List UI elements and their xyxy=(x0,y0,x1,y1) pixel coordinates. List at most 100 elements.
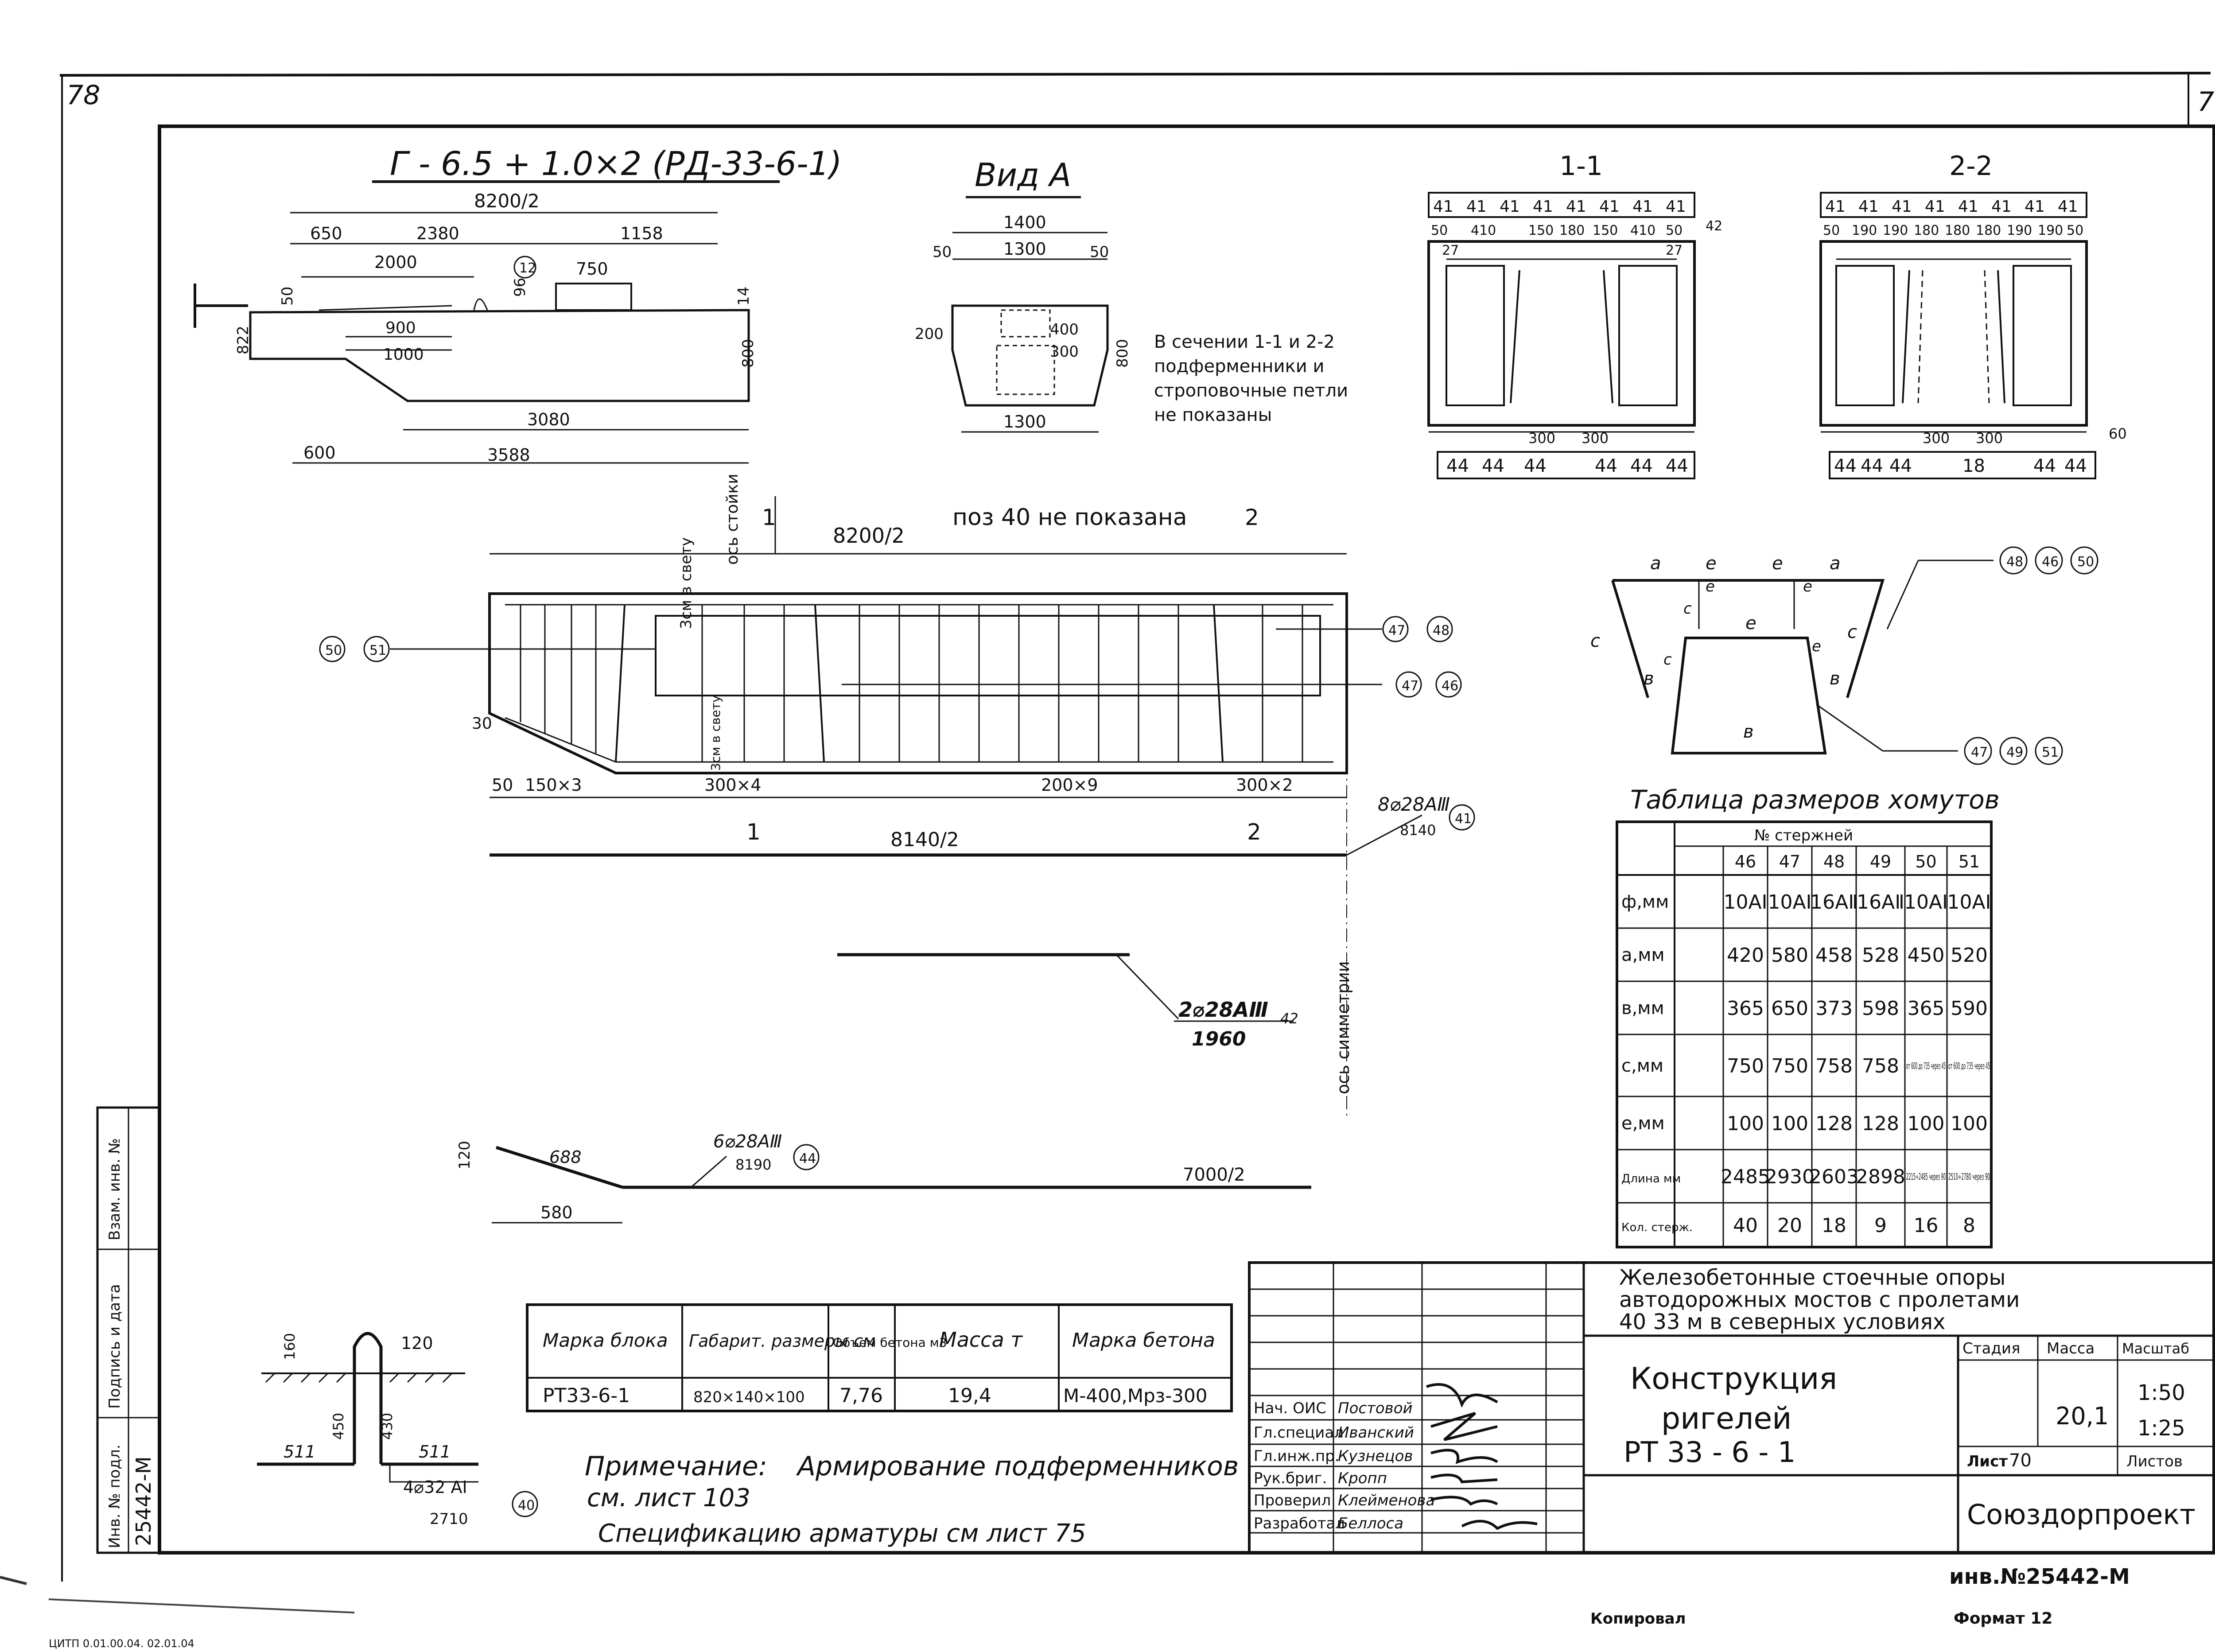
table-cell: 580 xyxy=(1771,944,1808,967)
bar-42-pos: 42 xyxy=(1280,1010,1298,1027)
stirrup-inner xyxy=(1603,270,1613,404)
table-cell: 365 xyxy=(1727,997,1764,1020)
tb-sheet-label: Лист xyxy=(1967,1453,2008,1470)
bar-42: 2⌀28АⅢ 42 1960 xyxy=(837,953,1298,1050)
spec-cell: 19,4 xyxy=(948,1384,991,1407)
view-a-outline xyxy=(951,304,1109,407)
rebar-label: 41 xyxy=(1925,198,1945,216)
callout-circle xyxy=(1964,737,1992,765)
spec-cell: М-400,Мрз-300 xyxy=(1063,1385,1207,1407)
tb-person: Иванский xyxy=(1338,1424,1414,1442)
rebar-label: 41 xyxy=(1566,198,1586,216)
section-2-outline xyxy=(1819,240,2088,427)
bar-42-length: 1960 xyxy=(1192,1028,1246,1050)
elevation-title: Г - 6.5 + 1.0×2 (РД-33-6-1) xyxy=(390,145,842,183)
column-header: 48 xyxy=(1823,852,1845,871)
dim: 50 xyxy=(1823,223,1840,238)
dim: 300×2 xyxy=(1236,775,1293,795)
section-1-title: 1-1 xyxy=(1559,151,1603,182)
table-cell: 528 xyxy=(1862,944,1899,967)
bar-41-length: 8140 xyxy=(1400,822,1436,839)
inner-cage xyxy=(655,615,1321,696)
table-cell: 520 xyxy=(1951,944,1988,967)
row-label: а,мм xyxy=(1621,945,1665,965)
project-line-1: Железобетонные стоечные опоры xyxy=(1619,1265,2005,1290)
rebar-label: 44 xyxy=(1524,456,1547,476)
table-cell: от 600 до 735 через 45 xyxy=(1906,1061,1946,1071)
scan-mark xyxy=(48,1598,355,1613)
drawing-name-3: РТ 33 - 6 - 1 xyxy=(1624,1436,1795,1469)
tb-mass: 20,1 xyxy=(2056,1402,2109,1430)
rebar-label: 44 xyxy=(2033,456,2056,476)
dim-3080: 3080 xyxy=(527,410,570,429)
dim: 42 xyxy=(1706,218,1722,234)
tb-scale-2: 1:25 xyxy=(2137,1416,2185,1441)
sheet-number-right: 78 xyxy=(2197,86,2215,117)
table-cell: 16 xyxy=(1914,1214,1939,1237)
table-cell: 128 xyxy=(1815,1112,1853,1135)
dim-450: 450 xyxy=(330,1413,347,1440)
table-cell: 2930 xyxy=(1765,1166,1815,1188)
loop-bar xyxy=(353,1332,383,1464)
scan-mark xyxy=(0,1576,27,1585)
table-cell: 10АⅠ xyxy=(1768,891,1811,913)
rebar-label: 41 xyxy=(2025,198,2045,216)
label-strip-bottom xyxy=(1829,451,2096,479)
dim: 300 xyxy=(1976,430,2003,447)
callout-circle xyxy=(1999,546,2028,575)
section-2-dims: 50 190 190 180 180 180 190 190 50 xyxy=(1823,223,2083,238)
project-line-3: 40 33 м в северных условиях xyxy=(1619,1310,1945,1334)
side-label-inv: Инв. № подл. xyxy=(106,1444,124,1548)
dim-14: 14 xyxy=(735,287,753,306)
group-header: № стержней xyxy=(1754,827,1853,844)
stirrup-left xyxy=(1835,265,1895,406)
letter: с xyxy=(1590,631,1600,651)
rebar-label: 44 xyxy=(1834,456,1857,476)
column-header: 46 xyxy=(1735,852,1756,871)
tb-header-stage: Стадия xyxy=(1962,1340,2020,1357)
letter: с xyxy=(1663,651,1672,669)
dim-2000: 2000 xyxy=(374,253,417,272)
side-inv-value: 25442-М xyxy=(132,1456,155,1546)
callout-51b: 51 xyxy=(2042,745,2059,760)
rebar-label: 41 xyxy=(1632,198,1653,216)
tb-scale-1: 1:50 xyxy=(2137,1380,2185,1405)
row-label: е,мм xyxy=(1621,1113,1665,1134)
dim-900: 900 xyxy=(385,319,416,337)
dim-30: 30 xyxy=(472,715,492,733)
spec-header: Марка бетона xyxy=(1072,1329,1215,1352)
dim-7000: 7000/2 xyxy=(1183,1165,1245,1185)
title-block: Железобетонные стоечные опоры автодорожн… xyxy=(1248,1261,2215,1554)
bar-42-label: 2⌀28АⅢ xyxy=(1178,998,1268,1022)
spec-frame xyxy=(526,1303,1233,1412)
dim-400: 400 xyxy=(1050,321,1079,338)
pedestal-block xyxy=(555,283,632,311)
sheet-number-left: 78 xyxy=(66,80,100,111)
table-cell: 10АⅠ xyxy=(1723,891,1767,913)
dim: 410 xyxy=(1630,223,1655,238)
stirrup-inner xyxy=(1997,270,2005,404)
signatures xyxy=(1426,1383,1538,1530)
letter: е xyxy=(1706,553,1717,574)
rebar-label: 41 xyxy=(1433,198,1453,216)
dim: 150×3 xyxy=(525,775,582,795)
callout-46b: 46 xyxy=(2042,554,2059,570)
loop-detail: 160 120 450 430 511 511 4⌀32 АⅠ 2710 40 xyxy=(257,1332,538,1528)
top-bar xyxy=(319,305,452,311)
table-cell: 18 xyxy=(1822,1214,1846,1237)
rebar-label: 18 xyxy=(1962,456,1985,476)
letter: с xyxy=(1683,600,1692,618)
stirrup-outer xyxy=(1613,579,1885,698)
callout-12: 12 xyxy=(519,260,536,276)
callout-circle xyxy=(1999,737,2028,765)
inner-frame xyxy=(158,124,2215,1555)
project-line-2: автодорожных мостов с пролетами xyxy=(1619,1287,2020,1312)
leader-line xyxy=(1115,954,1179,1020)
rebar-label: 41 xyxy=(1666,198,1686,216)
column-header: 51 xyxy=(1959,852,1980,871)
bar-44-length: 8190 xyxy=(735,1156,771,1173)
dim-800: 800 xyxy=(1114,339,1131,368)
rebar-label: 41 xyxy=(1466,198,1487,216)
